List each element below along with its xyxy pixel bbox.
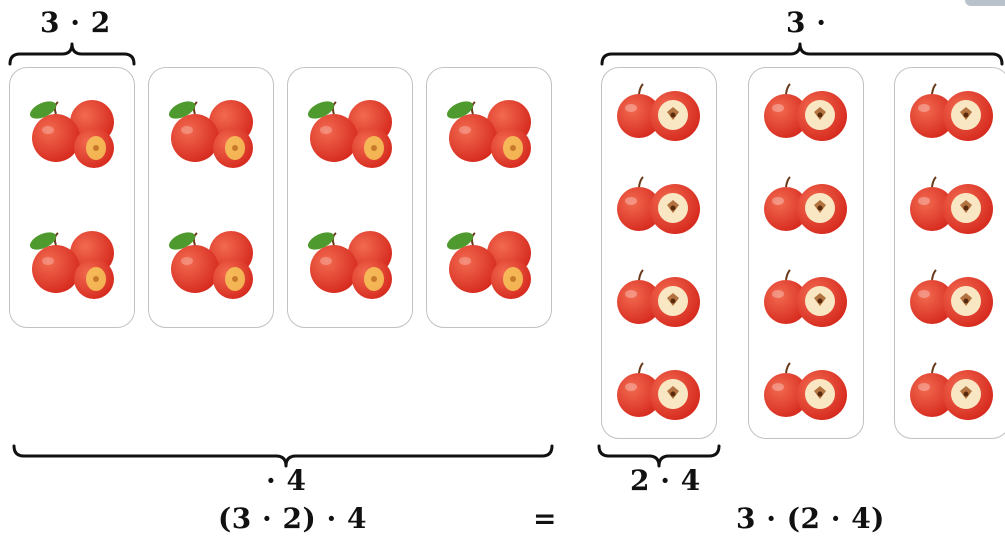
left-expression: (3 · 2) · 4 bbox=[218, 502, 367, 535]
right-top-label: 3 · bbox=[786, 6, 826, 39]
cut-apple-pair-icon bbox=[613, 171, 705, 243]
cut-apple-pair-icon bbox=[906, 357, 998, 429]
cut-apple-pair-icon bbox=[613, 264, 705, 336]
corner-decoration bbox=[965, 0, 1005, 6]
apple-pair-icon bbox=[26, 96, 118, 168]
cut-apple-pair-icon bbox=[760, 264, 852, 336]
apple-pair-icon bbox=[443, 96, 535, 168]
cut-apple-pair-icon bbox=[613, 357, 705, 429]
apple-pair-icon bbox=[304, 96, 396, 168]
left-top-label: 3 · 2 bbox=[40, 6, 111, 39]
right-top-brace bbox=[600, 42, 1005, 66]
apple-pair-icon bbox=[443, 227, 535, 299]
cut-apple-pair-icon bbox=[613, 78, 705, 150]
right-column-label: 2 · 4 bbox=[630, 464, 701, 497]
right-expression: 3 · (2 · 4) bbox=[736, 502, 885, 535]
cut-apple-pair-icon bbox=[906, 264, 998, 336]
cut-apple-pair-icon bbox=[906, 78, 998, 150]
equals-sign: = bbox=[533, 502, 557, 535]
cut-apple-pair-icon bbox=[760, 357, 852, 429]
apple-pair-icon bbox=[165, 227, 257, 299]
apple-pair-icon bbox=[304, 227, 396, 299]
apple-pair-icon bbox=[165, 96, 257, 168]
cut-apple-pair-icon bbox=[760, 171, 852, 243]
left-top-brace bbox=[8, 42, 138, 66]
cut-apple-pair-icon bbox=[906, 171, 998, 243]
left-bottom-factor-label: · 4 bbox=[266, 464, 306, 497]
cut-apple-pair-icon bbox=[760, 78, 852, 150]
apple-pair-icon bbox=[26, 227, 118, 299]
